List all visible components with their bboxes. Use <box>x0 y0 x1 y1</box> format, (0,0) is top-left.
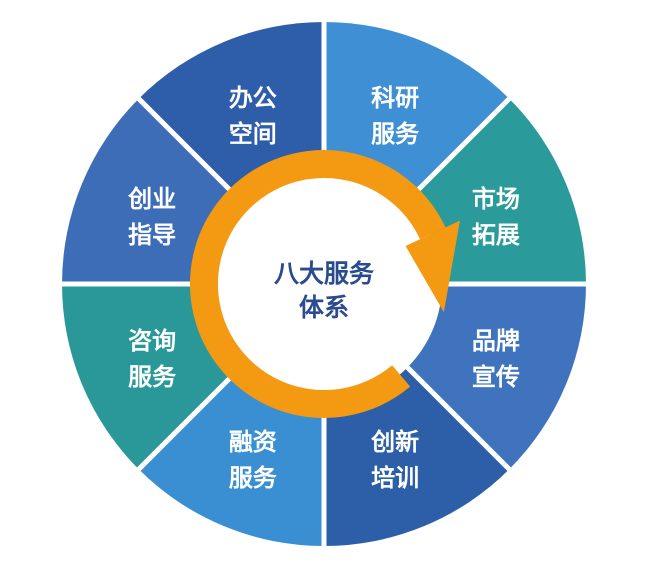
segment-4-label-1: 创新 <box>370 428 419 456</box>
segment-3-label-1: 品牌 <box>472 327 520 355</box>
center-title-line1: 八大服务 <box>274 259 374 288</box>
center-disc <box>206 166 442 402</box>
segment-8-label-2: 空间 <box>229 120 277 148</box>
segment-5-label-2: 服务 <box>229 464 278 492</box>
center-title-line2: 体系 <box>299 293 349 322</box>
segment-1-label-2: 服务 <box>371 120 420 148</box>
segment-4-label-2: 培训 <box>371 464 419 492</box>
segment-2-label-1: 市场 <box>472 185 520 213</box>
segment-2-label-2: 拓展 <box>472 221 520 249</box>
segment-6-label-1: 咨询 <box>128 327 176 355</box>
segment-8-label-1: 办公 <box>229 84 277 112</box>
segment-6-label-2: 服务 <box>128 363 177 391</box>
segment-3-label-2: 宣传 <box>472 363 520 391</box>
circular-arrow-ring <box>190 150 446 418</box>
segment-5-label-1: 融资 <box>229 428 277 456</box>
segment-7-label-2: 指导 <box>128 221 176 249</box>
circular-arrow-head <box>405 220 460 313</box>
segment-1-label-1: 科研 <box>371 84 419 112</box>
segment-7-label-1: 创业 <box>127 185 176 213</box>
